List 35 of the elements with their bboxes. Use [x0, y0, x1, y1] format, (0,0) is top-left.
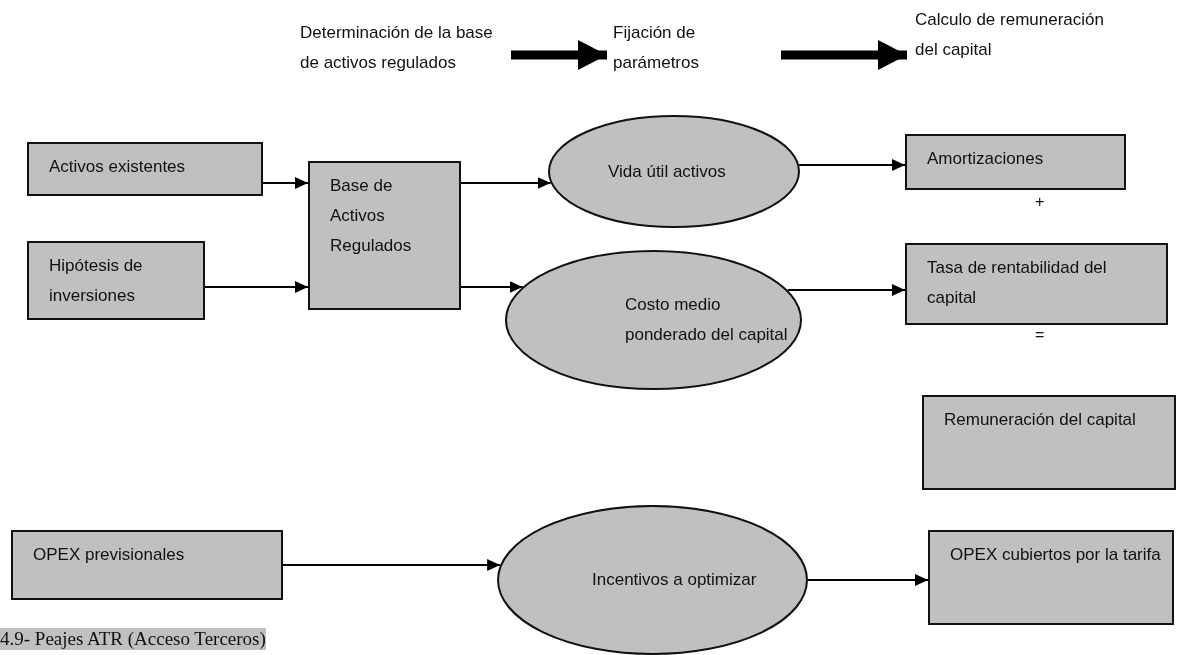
process-box: [905, 243, 1168, 325]
arrow: [460, 281, 524, 293]
step-label: Determinación de la base de activos regulados: [300, 23, 493, 72]
process-box: [11, 530, 283, 600]
box-label: Costo medio ponderado del capital: [625, 294, 789, 346]
process-box: [928, 530, 1174, 625]
arrow: [282, 559, 502, 571]
process-box: [27, 142, 263, 196]
arrow: [798, 159, 906, 171]
process-box: [27, 241, 205, 320]
box-label: Base de Activos Regulados: [330, 175, 413, 257]
process-box: [922, 395, 1176, 490]
arrow: [262, 177, 309, 189]
box-label: Tasa de rentabilidad del capital: [927, 257, 1108, 309]
arrow: [460, 177, 552, 189]
step-label: Fijación de parámetros: [613, 23, 699, 72]
step-label: Calculo de remuneración del capital: [915, 10, 1104, 59]
box-label: Amortizaciones: [927, 148, 1045, 170]
box-label: OPEX cubiertos por la tarifa: [950, 544, 1162, 566]
thick-arrow: [781, 40, 907, 70]
box-label: Hipótesis de inversiones: [49, 255, 144, 307]
section-heading: 4.9- Peajes ATR (Acceso Terceros): [0, 628, 266, 650]
box-label: Vida útil activos: [608, 160, 726, 183]
arrow: [204, 281, 309, 293]
box-label: Incentivos a optimizar: [592, 569, 757, 592]
box-label: Remuneración del capital: [944, 409, 1137, 431]
box-label: OPEX previsionales: [33, 544, 186, 566]
arrow: [786, 284, 906, 296]
operator-symbol: =: [1035, 326, 1045, 344]
process-box: [905, 134, 1126, 190]
arrow: [807, 574, 929, 586]
box-label: Activos existentes: [49, 156, 187, 178]
thick-arrow: [511, 40, 607, 70]
operator-symbol: +: [1035, 193, 1045, 211]
process-box: [308, 161, 461, 310]
